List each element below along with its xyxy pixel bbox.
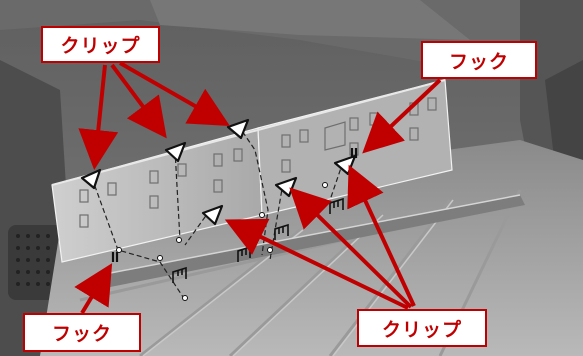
callout-clip-bottom: クリップ: [357, 309, 487, 347]
speaker-grille: [8, 225, 63, 300]
callout-hook-bottom-label: フック: [51, 323, 112, 345]
callout-clip-bottom-label: クリップ: [381, 318, 462, 341]
callout-clip-top-label: クリップ: [60, 35, 141, 57]
callout-hook-top: フック: [421, 41, 537, 79]
callout-clip-top: クリップ: [41, 26, 160, 63]
callout-hook-bottom: フック: [23, 313, 141, 352]
callout-hook-top-label: フック: [448, 50, 509, 73]
